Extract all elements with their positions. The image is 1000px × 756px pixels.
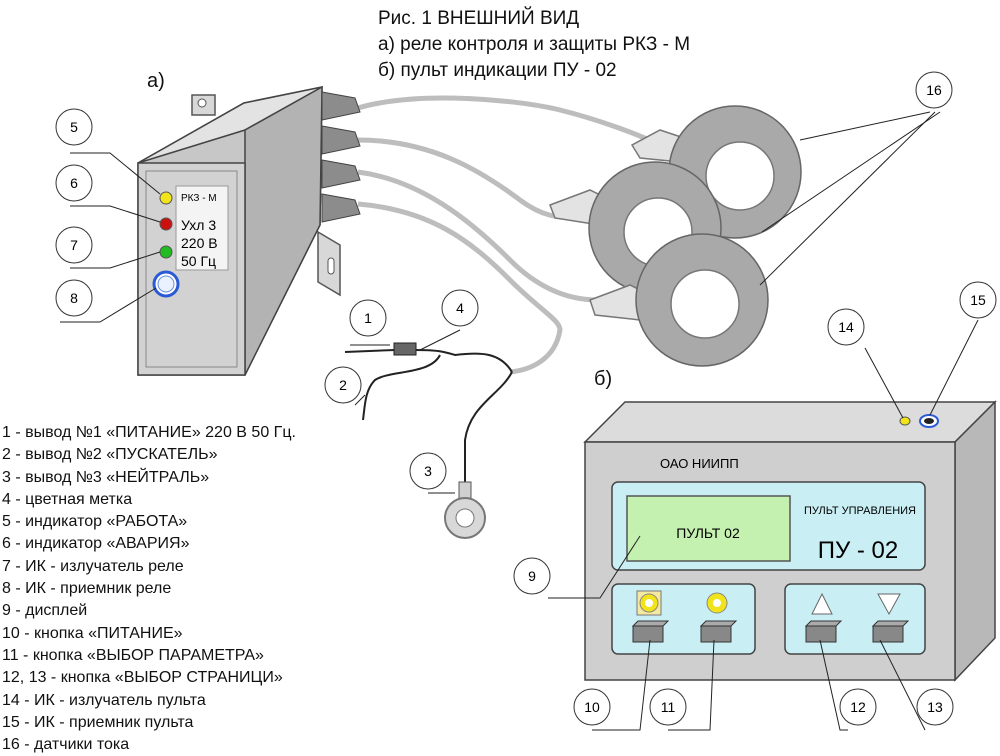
legend-item: 1 - вывод №1 «ПИТАНИЕ» 220 В 50 Гц.: [2, 424, 296, 441]
current-sensors: [549, 105, 802, 367]
page-up-button[interactable]: [804, 620, 843, 643]
legend-item: 4 - цветная метка: [2, 490, 133, 508]
legend-item: 10 - кнопка «ПИТАНИЕ»: [2, 624, 183, 642]
legend-item: 6 - индикатор «АВАРИЯ»: [2, 535, 190, 553]
legend-item: 11 - кнопка «ВЫБОР ПАРАМЕТРА»: [2, 646, 264, 664]
svg-text:4: 4: [456, 300, 464, 316]
callout-14: 14: [827, 308, 865, 346]
power-indicator: [636, 590, 662, 616]
legend-item: 3 - вывод №3 «НЕЙТРАЛЬ»: [2, 468, 210, 486]
svg-text:15: 15: [970, 292, 986, 308]
legend-list: 1 - вывод №1 «ПИТАНИЕ» 220 В 50 Гц. 2 - …: [2, 422, 296, 756]
control-panel: ОАО НИИПП ПУЛЬТ 02 ПУЛЬТ УПРАВЛЕНИЯ ПУ -…: [583, 400, 997, 682]
svg-text:11: 11: [661, 699, 676, 715]
relay-unit: РКЗ - М Ухл 3 220 В 50 Гц: [137, 85, 361, 376]
callout-11: 11: [649, 688, 687, 726]
legend-item: 5 - индикатор «РАБОТА»: [2, 513, 188, 531]
display-text: ПУЛЬТ 02: [676, 525, 740, 541]
callout-7: 7: [55, 226, 93, 264]
callout-4: 4: [441, 289, 479, 327]
callout-13: 13: [916, 688, 954, 726]
svg-text:2: 2: [339, 377, 347, 393]
callout-10: 10: [573, 688, 611, 726]
legend-item: 15 - ИК - приемник пульта: [2, 713, 194, 731]
parameter-indicator: [706, 592, 728, 614]
relay-spec-1: Ухл 3: [181, 217, 216, 233]
figure-title: Рис. 1 ВНЕШНИЙ ВИД а) реле контроля и за…: [378, 6, 690, 84]
ring-terminal: [444, 481, 486, 539]
callout-8: 8: [55, 279, 93, 317]
legend-item: 16 - датчики тока: [2, 736, 130, 754]
callout-12: 12: [839, 688, 877, 726]
svg-text:14: 14: [838, 319, 854, 335]
output-wires: [344, 349, 513, 482]
svg-text:16: 16: [926, 82, 942, 98]
legend-item: 7 - ИК - излучатель реле: [2, 557, 184, 575]
alarm-indicator-led: [159, 217, 173, 231]
relay-model-label: РКЗ - М: [181, 193, 217, 204]
callout-15: 15: [959, 281, 997, 319]
callout-5: 5: [55, 108, 93, 146]
callout-3: 3: [409, 452, 447, 490]
section-label-b: б): [594, 368, 613, 390]
section-label-a: а): [147, 70, 165, 92]
svg-text:13: 13: [927, 699, 943, 715]
panel-ir-emitter: [899, 416, 911, 426]
svg-text:12: 12: [850, 699, 866, 715]
callout-2: 2: [324, 366, 362, 404]
panel-model: ПУ - 02: [818, 537, 899, 564]
current-sensor-3: [589, 233, 769, 367]
callout-9: 9: [513, 557, 551, 595]
svg-text:7: 7: [70, 237, 78, 253]
relay-terminals: [321, 91, 361, 223]
svg-text:8: 8: [70, 290, 78, 306]
legend-item: 12, 13 - кнопка «ВЫБОР СТРАНИЦИ»: [2, 669, 283, 687]
legend-item: 14 - ИК - излучатель пульта: [2, 691, 206, 709]
panel-caption: ПУЛЬТ УПРАВЛЕНИЯ: [804, 505, 916, 517]
relay-spec-2: 220 В: [181, 235, 218, 251]
svg-text:1: 1: [364, 310, 372, 326]
relay-spec-3: 50 Гц: [181, 253, 216, 269]
leader-lines: [60, 111, 979, 731]
title-line-3: б) пульт индикации ПУ - 02: [378, 60, 617, 81]
panel-maker: ОАО НИИПП: [660, 456, 739, 471]
svg-text:10: 10: [584, 699, 600, 715]
legend-item: 8 - ИК - приемник реле: [2, 580, 172, 598]
svg-text:5: 5: [70, 119, 78, 135]
callout-6: 6: [55, 164, 93, 202]
legend-item: 2 - вывод №2 «ПУСКАТЕЛЬ»: [2, 446, 218, 464]
display-screen: [626, 495, 791, 562]
color-mark: [393, 342, 417, 356]
work-indicator-led: [159, 191, 173, 205]
page-down-arrow-icon: [877, 593, 901, 616]
power-button[interactable]: [631, 620, 670, 643]
callout-16: 16: [915, 71, 953, 109]
page-up-arrow-icon: [811, 592, 833, 615]
svg-text:6: 6: [70, 175, 78, 191]
svg-text:9: 9: [528, 568, 536, 584]
title-line-1: Рис. 1 ВНЕШНИЙ ВИД: [378, 8, 580, 29]
svg-text:3: 3: [424, 463, 432, 479]
legend-item: 9 - дисплей: [2, 602, 88, 620]
page-down-button[interactable]: [871, 620, 910, 643]
callout-1: 1: [349, 299, 387, 337]
title-line-2: а) реле контроля и защиты РКЗ - М: [378, 34, 691, 55]
select-parameter-button[interactable]: [699, 620, 738, 643]
